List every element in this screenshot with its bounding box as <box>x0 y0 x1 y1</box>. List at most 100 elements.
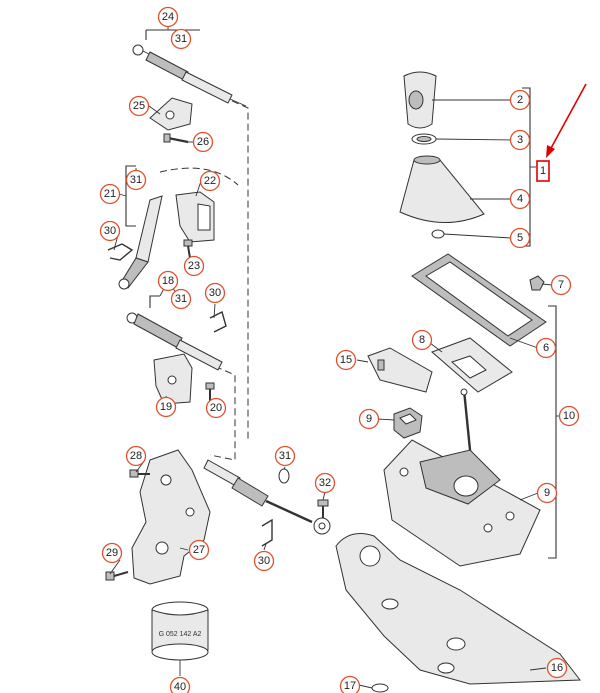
clip-30-upper <box>107 243 134 261</box>
callout-text: 20 <box>210 402 222 414</box>
bolt-29 <box>105 571 129 581</box>
bolt-26 <box>163 133 189 144</box>
group-bracket-10 <box>548 305 557 559</box>
group-bracket-1 <box>522 87 531 247</box>
callout-5: 5 <box>509 227 531 249</box>
callout-text: 27 <box>193 544 205 556</box>
callout-text: 19 <box>160 401 172 413</box>
callout-text: 23 <box>188 260 200 272</box>
callout-text: 4 <box>517 193 523 205</box>
cover-frame-6 <box>411 253 547 347</box>
callout-text: 30 <box>209 287 221 299</box>
callout-15: 15 <box>335 349 357 371</box>
callout-31: 31 <box>170 288 192 310</box>
shift-cable-middle <box>118 195 163 290</box>
callout-text: 29 <box>106 547 118 559</box>
cable-route-middle <box>159 167 239 186</box>
callout-9: 9 <box>358 408 380 430</box>
selector-plate-8 <box>431 337 513 393</box>
callout-27: 27 <box>188 539 210 561</box>
callout-30: 30 <box>99 220 121 242</box>
callout-text: 31 <box>279 450 291 462</box>
callout-28: 28 <box>125 445 147 467</box>
callout-text: 31 <box>175 33 187 45</box>
highlight-arrow <box>546 83 587 158</box>
bolt-17 <box>371 683 389 693</box>
callout-text: 22 <box>204 175 216 187</box>
callout-text: 31 <box>175 293 187 305</box>
ring-3 <box>411 133 437 145</box>
callout-text: 25 <box>133 100 145 112</box>
callout-3: 3 <box>509 129 531 151</box>
callout-text: 32 <box>319 477 331 489</box>
group-bracket-24 <box>145 29 200 40</box>
callout-text: 18 <box>162 275 174 287</box>
callout-25: 25 <box>128 95 150 117</box>
base-plate-16 <box>335 533 581 685</box>
callout-text: 5 <box>517 232 523 244</box>
bracket-22 <box>175 191 215 243</box>
gear-knob-2 <box>403 71 437 129</box>
callout-10: 10 <box>558 405 580 427</box>
bracket-25 <box>149 97 193 131</box>
group-bracket-18 <box>149 295 160 308</box>
callout-9: 9 <box>536 482 558 504</box>
callout-24: 24 <box>157 6 179 28</box>
nut-7 <box>529 275 545 291</box>
callout-26: 26 <box>192 131 214 153</box>
callout-29: 29 <box>101 542 123 564</box>
sleeve-part-marking: G 052 142 A2 <box>159 631 202 638</box>
support-bracket-27 <box>131 449 211 585</box>
callout-31: 31 <box>170 28 192 50</box>
callout-8: 8 <box>411 329 433 351</box>
callout-16: 16 <box>546 657 568 679</box>
clip-30-lower <box>261 518 273 547</box>
callout-6: 6 <box>535 337 557 359</box>
callout-text: 9 <box>544 487 550 499</box>
bracket-19 <box>153 353 193 405</box>
selector-housing-9 <box>383 439 541 567</box>
callout-7: 7 <box>550 274 572 296</box>
callout-text: 7 <box>558 279 564 291</box>
callout-23: 23 <box>183 255 205 277</box>
callout-20: 20 <box>205 397 227 419</box>
callout-text: 10 <box>563 410 575 422</box>
gaiter-4 <box>399 155 485 223</box>
callout-text: 16 <box>551 662 563 674</box>
callout-text: 15 <box>340 354 352 366</box>
callout-31: 31 <box>274 445 296 467</box>
callout-text: 28 <box>130 450 142 462</box>
cable-route-upper <box>211 91 249 440</box>
ring-31 <box>278 468 290 484</box>
pin-32 <box>317 499 329 518</box>
callout-1: 1 <box>536 160 550 182</box>
callout-40: 40 <box>169 676 191 693</box>
callout-19: 19 <box>155 396 177 418</box>
callout-text: 30 <box>104 225 116 237</box>
switch-9 <box>393 407 423 439</box>
clip-30-middle <box>209 310 227 333</box>
callout-30: 30 <box>204 282 226 304</box>
callout-18: 18 <box>157 270 179 292</box>
cable-route-lower <box>204 361 236 461</box>
callout-text: 24 <box>162 11 174 23</box>
callout-31: 31 <box>125 169 147 191</box>
callout-32: 32 <box>314 472 336 494</box>
selector-cable <box>203 459 331 535</box>
callout-text: 17 <box>344 680 356 692</box>
bolt-23 <box>183 239 193 259</box>
callout-text: 1 <box>540 165 546 177</box>
callout-text: 9 <box>366 413 372 425</box>
shift-cable-upper <box>132 44 247 107</box>
callout-4: 4 <box>509 188 531 210</box>
part-15 <box>367 347 433 393</box>
callout-text: 21 <box>104 188 116 200</box>
clamp-5 <box>431 229 445 239</box>
callout-text: 30 <box>258 555 270 567</box>
callout-22: 22 <box>199 170 221 192</box>
callout-17: 17 <box>339 675 361 693</box>
callout-text: 40 <box>174 681 186 693</box>
bolt-28 <box>129 469 150 478</box>
